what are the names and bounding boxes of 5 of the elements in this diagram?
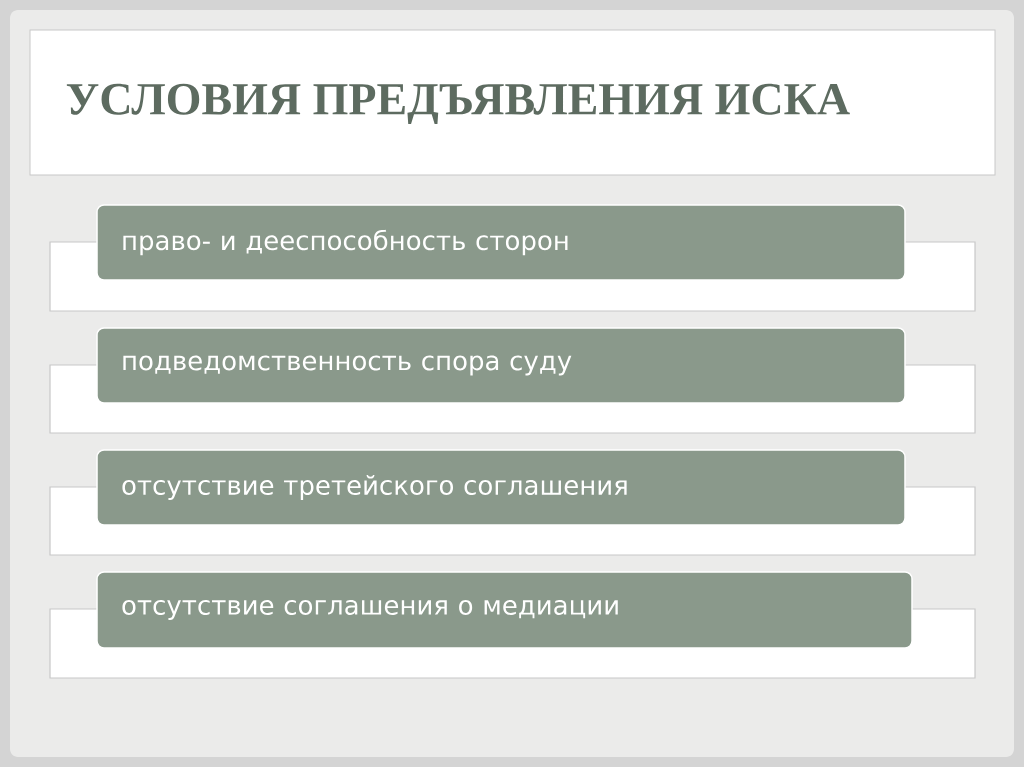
process-box: отсутствие третейского соглашения <box>96 449 906 526</box>
title: УСЛОВИЯ ПРЕДЪЯВЛЕНИЯ ИСКА <box>66 83 850 125</box>
process-box: право- и дееспособность сторон <box>96 204 906 281</box>
process-box: отсутствие соглашения о медиации <box>96 571 913 649</box>
process-box: подведомственность спора суду <box>96 327 906 404</box>
